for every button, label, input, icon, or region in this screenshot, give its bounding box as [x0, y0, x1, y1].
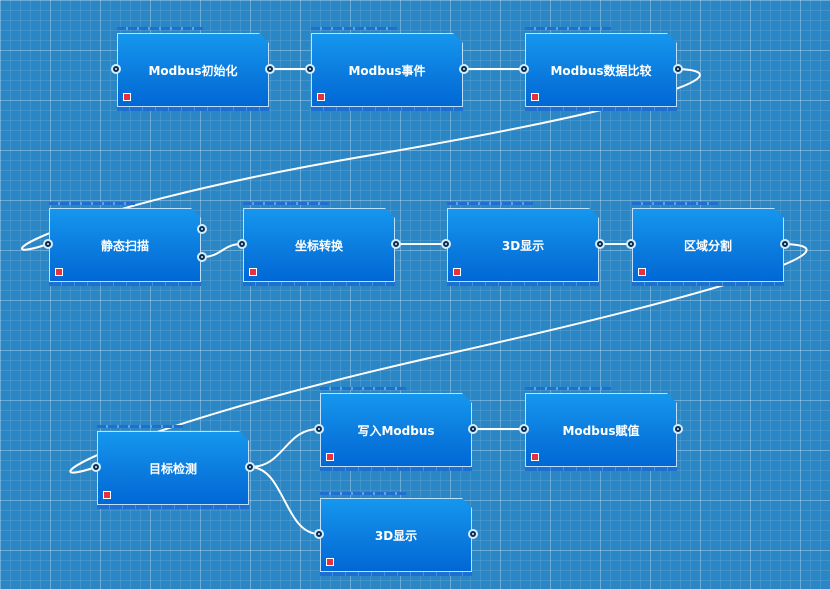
node-object-detection[interactable]: 目标检测: [91, 425, 255, 509]
node-label: Modbus数据比较: [550, 63, 652, 78]
node-status-indicator: [638, 268, 646, 276]
node-body[interactable]: [320, 498, 472, 572]
node-status-indicator: [326, 558, 334, 566]
node-footer-bar: [243, 282, 395, 286]
node-body[interactable]: [525, 393, 677, 467]
input-port[interactable]: [91, 462, 101, 472]
node-header-bar: [243, 202, 329, 205]
node-header-bar: [525, 27, 611, 30]
node-write-modbus[interactable]: 写入Modbus: [314, 387, 478, 471]
input-port[interactable]: [237, 239, 247, 249]
node-header-bar: [632, 202, 718, 205]
output-port-1[interactable]: [197, 224, 207, 234]
input-port[interactable]: [314, 424, 324, 434]
input-port[interactable]: [626, 239, 636, 249]
node-footer-bar: [311, 107, 463, 111]
node-header-bar: [525, 387, 611, 390]
connection-wire[interactable]: [249, 466, 320, 535]
output-port[interactable]: [673, 424, 683, 434]
input-port[interactable]: [314, 529, 324, 539]
input-port[interactable]: [441, 239, 451, 249]
connection-wire[interactable]: [249, 428, 320, 468]
node-modbus-init[interactable]: Modbus初始化: [111, 27, 275, 111]
node-footer-bar: [525, 467, 677, 471]
output-port[interactable]: [391, 239, 401, 249]
node-coordinate-transform[interactable]: 坐标转换: [237, 202, 401, 286]
node-body[interactable]: [243, 208, 395, 282]
input-port[interactable]: [43, 239, 53, 249]
output-port[interactable]: [245, 462, 255, 472]
node-label: 3D显示: [374, 528, 418, 543]
node-static-scan[interactable]: 静态扫描: [43, 202, 207, 286]
node-header-bar: [97, 425, 183, 428]
output-port[interactable]: [780, 239, 790, 249]
output-port[interactable]: [265, 64, 275, 74]
node-body[interactable]: [632, 208, 784, 282]
output-port[interactable]: [595, 239, 605, 249]
connection-wire[interactable]: [201, 243, 243, 258]
node-footer-bar: [447, 282, 599, 286]
node-footer-bar: [49, 282, 201, 286]
input-port[interactable]: [305, 64, 315, 74]
node-body[interactable]: [97, 431, 249, 505]
node-footer-bar: [117, 107, 269, 111]
node-status-indicator: [453, 268, 461, 276]
node-header-bar: [447, 202, 533, 205]
node-footer-bar: [320, 572, 472, 576]
node-status-indicator: [103, 491, 111, 499]
node-label: 区域分割: [683, 238, 732, 253]
node-footer-bar: [97, 505, 249, 509]
node-header-bar: [320, 387, 406, 390]
node-header-bar: [49, 202, 135, 205]
output-port[interactable]: [459, 64, 469, 74]
node-region-segmentation[interactable]: 区域分割: [626, 202, 790, 286]
node-body[interactable]: [320, 393, 472, 467]
node-status-indicator: [326, 453, 334, 461]
node-status-indicator: [531, 93, 539, 101]
node-header-bar: [311, 27, 397, 30]
node-modbus-assign[interactable]: Modbus赋值: [519, 387, 683, 471]
output-port[interactable]: [673, 64, 683, 74]
output-port[interactable]: [468, 424, 478, 434]
input-port[interactable]: [519, 64, 529, 74]
node-label: Modbus事件: [348, 63, 426, 78]
node-status-indicator: [317, 93, 325, 101]
node-modbus-event[interactable]: Modbus事件: [305, 27, 469, 111]
input-port[interactable]: [111, 64, 121, 74]
node-label: 静态扫描: [100, 238, 149, 253]
node-label: 写入Modbus: [357, 423, 435, 438]
node-status-indicator: [531, 453, 539, 461]
node-status-indicator: [123, 93, 131, 101]
node-label: 坐标转换: [294, 238, 343, 253]
node-footer-bar: [525, 107, 677, 111]
node-header-bar: [320, 492, 406, 495]
node-3d-display-2[interactable]: 3D显示: [314, 492, 478, 576]
node-body[interactable]: [311, 33, 463, 107]
node-footer-bar: [320, 467, 472, 471]
output-port-2[interactable]: [197, 252, 207, 262]
node-header-bar: [117, 27, 203, 30]
node-footer-bar: [632, 282, 784, 286]
node-status-indicator: [55, 268, 63, 276]
output-port[interactable]: [468, 529, 478, 539]
input-port[interactable]: [519, 424, 529, 434]
node-body[interactable]: [49, 208, 201, 282]
node-body[interactable]: [447, 208, 599, 282]
node-label: 3D显示: [501, 238, 545, 253]
node-modbus-compare[interactable]: Modbus数据比较: [519, 27, 683, 111]
node-label: Modbus赋值: [562, 423, 640, 438]
node-status-indicator: [249, 268, 257, 276]
node-label: Modbus初始化: [148, 63, 238, 78]
node-label: 目标检测: [148, 461, 197, 476]
node-3d-display[interactable]: 3D显示: [441, 202, 605, 286]
